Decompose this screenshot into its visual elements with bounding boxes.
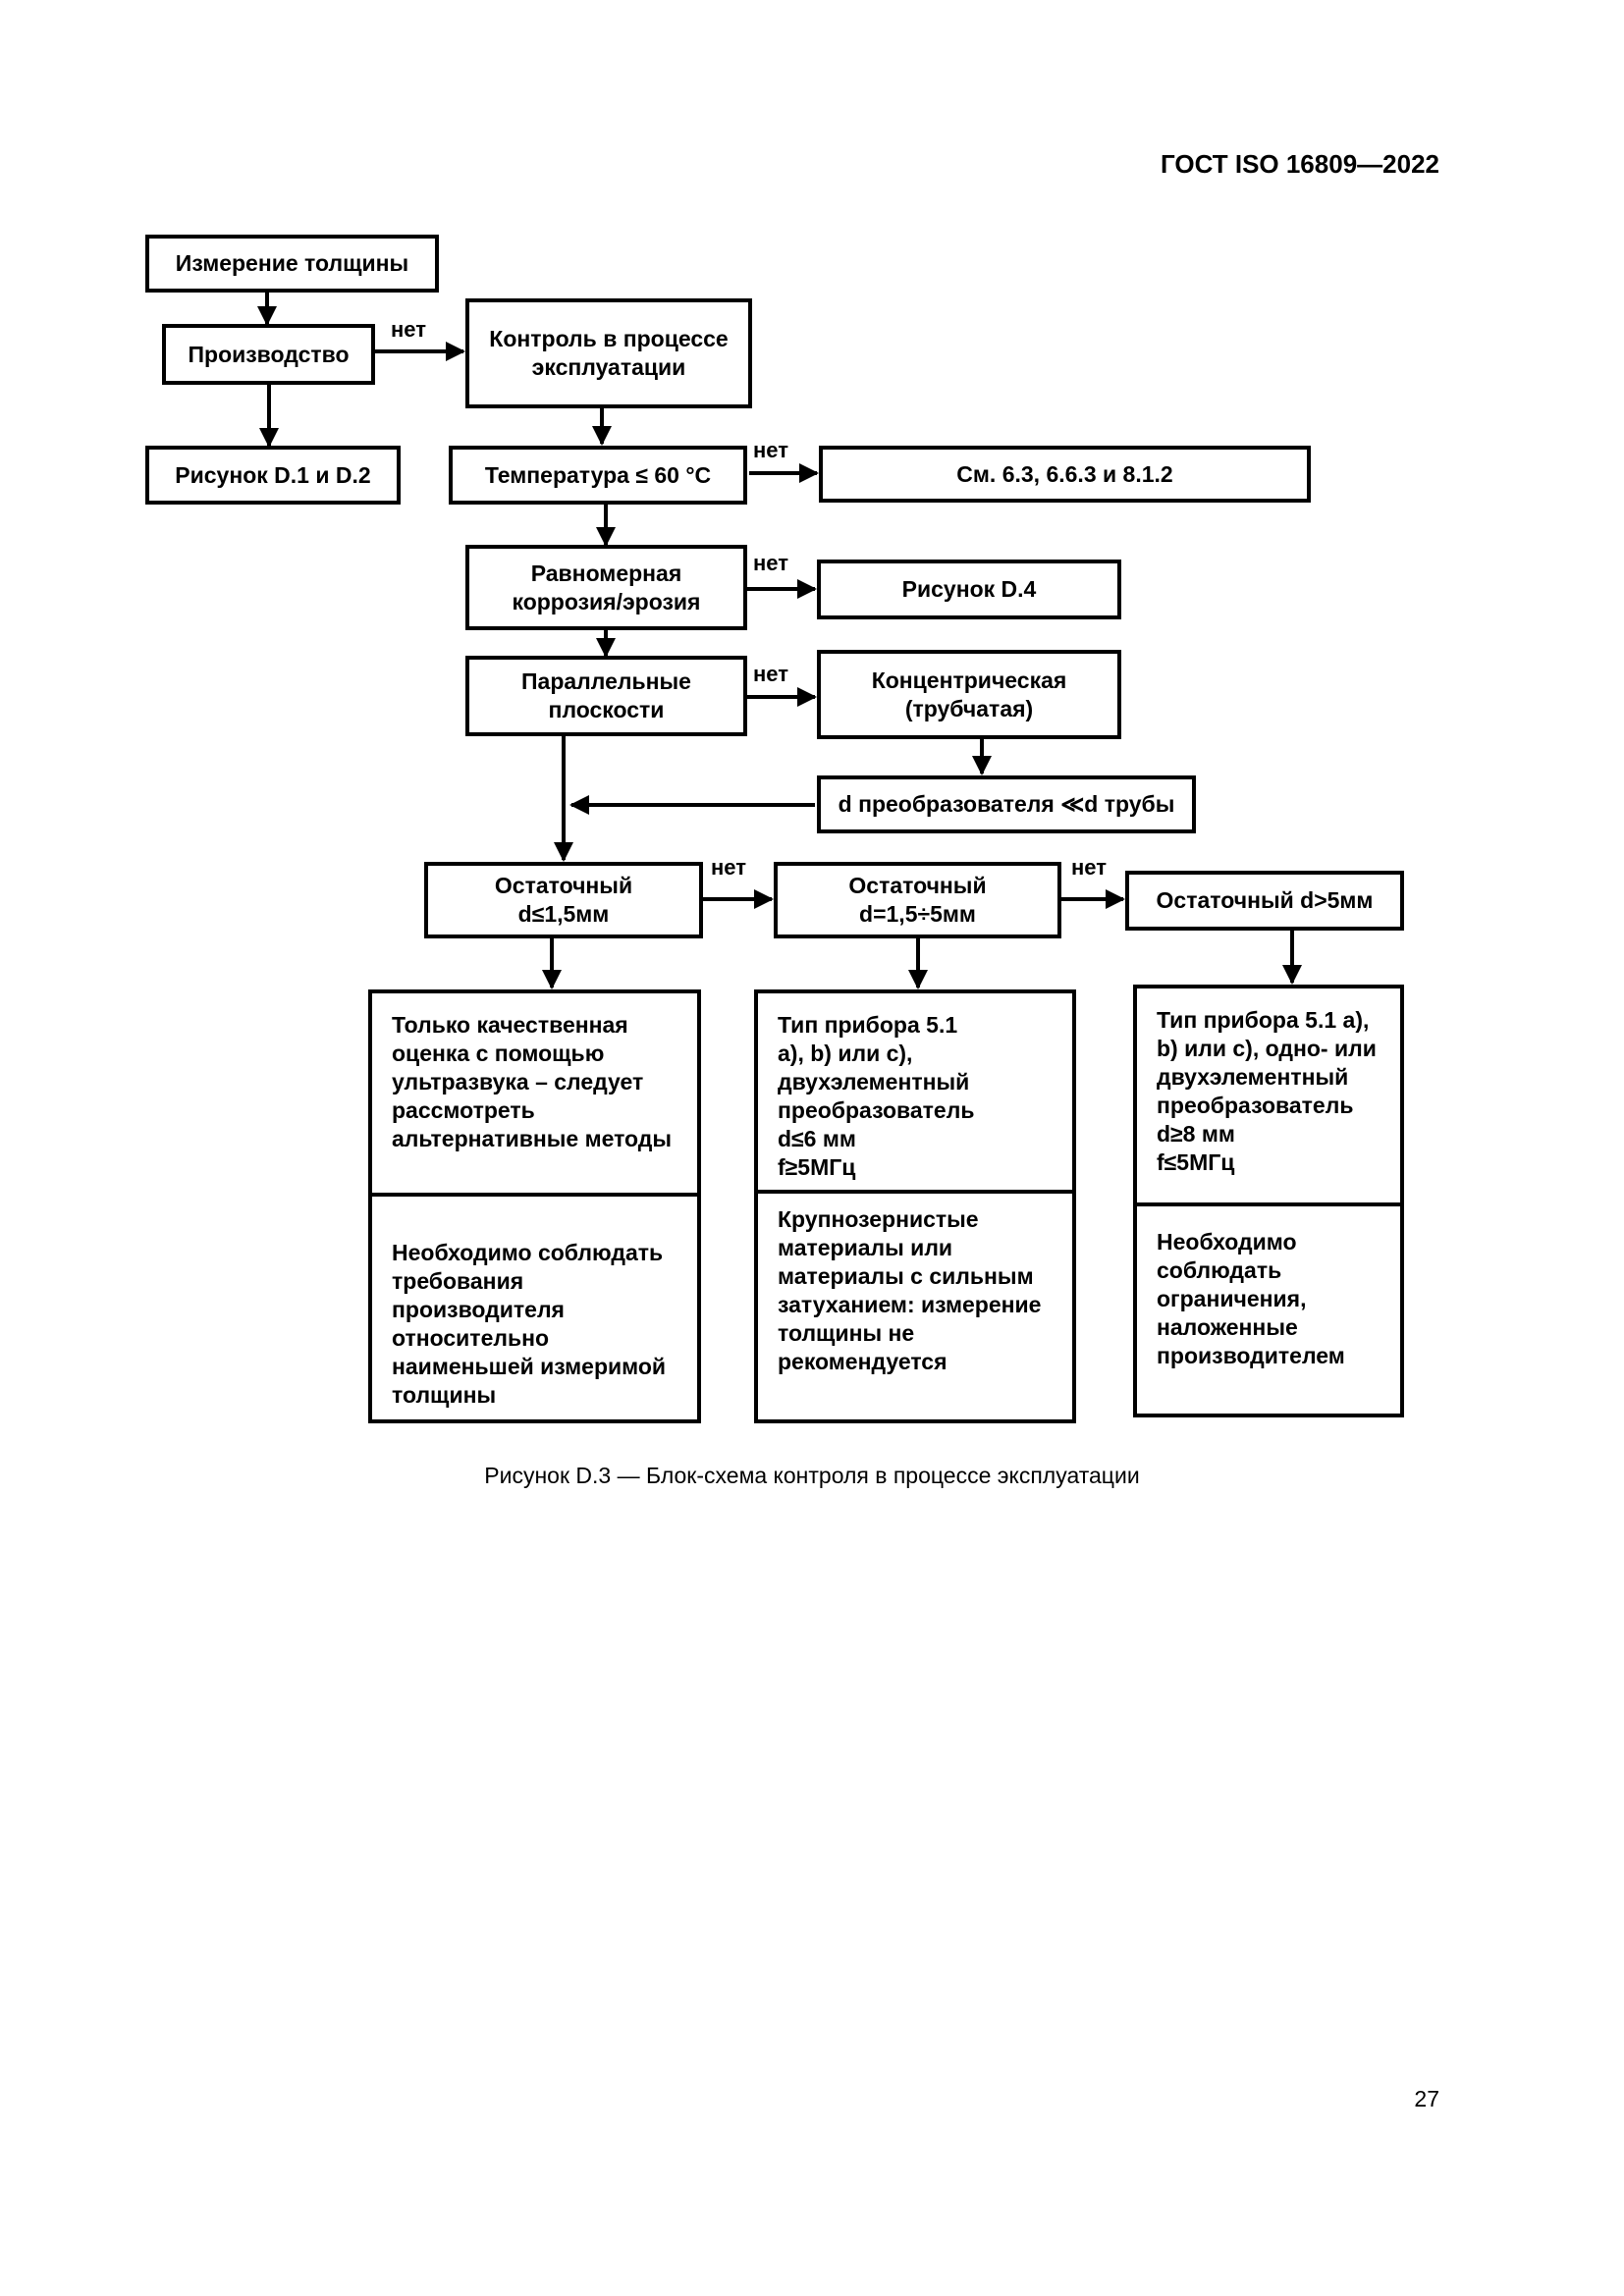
detail-thin-requirement: Необходимо соблюдать требования производ…	[392, 1240, 667, 1408]
detail-medium-materials: Крупнозернистые материалы или материалы …	[778, 1206, 1042, 1374]
parallel-planes-box: Параллельные плоскости	[465, 656, 747, 736]
residual-thick-box: Остаточный d>5мм	[1125, 871, 1404, 931]
detail-medium-instrument: Тип прибора 5.1 а), b) или с), двухэлеме…	[778, 1012, 975, 1180]
residual-medium-box: Остаточный d=1,5÷5мм	[774, 862, 1061, 938]
in-service-inspection-box: Контроль в процессе эксплуатации	[465, 298, 752, 408]
no-label-residual-thin: нет	[711, 855, 747, 880]
detail-box-thin: Только качественная оценка с помощью уль…	[368, 989, 701, 1423]
production-box: Производство	[162, 324, 375, 385]
temperature-box: Температура ≤ 60 °С	[449, 446, 747, 505]
no-label-production: нет	[391, 317, 427, 342]
standard-header: ГОСТ ISO 16809—2022	[1160, 149, 1439, 179]
detail-box-medium: Тип прибора 5.1 а), b) или с), двухэлеме…	[754, 989, 1076, 1423]
detail-thick-limitations: Необходимо соблюдать ограничения, наложе…	[1157, 1229, 1345, 1368]
detail-thin-method: Только качественная оценка с помощью уль…	[392, 1012, 673, 1151]
concentric-box: Концентрическая (трубчатая)	[817, 650, 1121, 739]
detail-medium-divider	[758, 1190, 1072, 1194]
residual-thin-box: Остаточный d≤1,5мм	[424, 862, 703, 938]
detail-thick-divider	[1137, 1202, 1400, 1206]
figure-caption: Рисунок D.3 — Блок-схема контроля в проц…	[484, 1463, 1140, 1488]
probe-diameter-box: d преобразователя ≪d трубы	[817, 775, 1196, 833]
no-label-uniform: нет	[753, 551, 789, 575]
no-label-parallel: нет	[753, 662, 789, 686]
figure-d4-box: Рисунок D.4	[817, 560, 1121, 619]
uniform-corrosion-box: Равномерная коррозия/эрозия	[465, 545, 747, 630]
detail-thick-instrument: Тип прибора 5.1 а), b) или с), одно- или…	[1157, 1007, 1377, 1175]
thickness-measurement-box: Измерение толщины	[145, 235, 439, 293]
page-number: 27	[1414, 2086, 1439, 2111]
no-label-temperature: нет	[753, 438, 789, 462]
no-label-residual-medium: нет	[1071, 855, 1108, 880]
see-clauses-box: См. 6.3, 6.6.3 и 8.1.2	[819, 446, 1311, 503]
figure-d1-d2-box: Рисунок D.1 и D.2	[145, 446, 401, 505]
detail-thin-divider	[372, 1193, 697, 1197]
detail-box-thick: Тип прибора 5.1 а), b) или с), одно- или…	[1133, 985, 1404, 1417]
